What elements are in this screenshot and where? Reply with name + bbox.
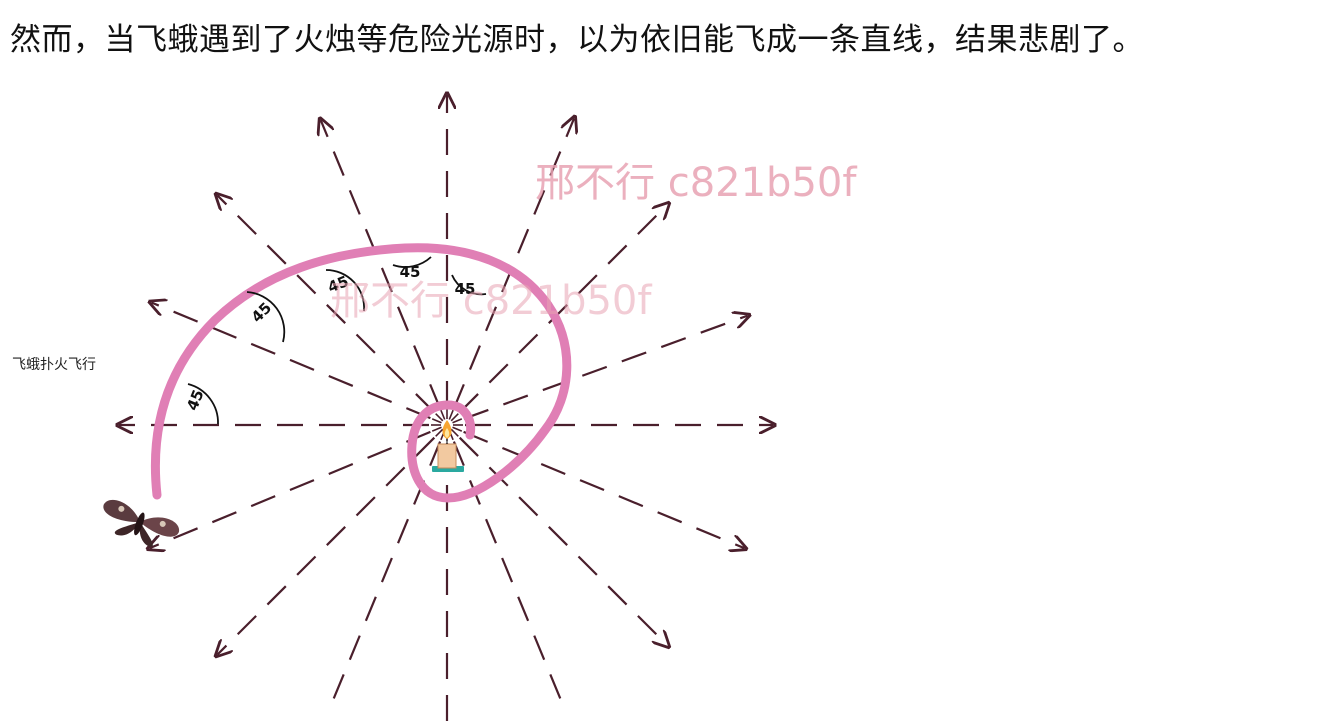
- light-ray-3: [452, 118, 574, 409]
- light-ray-5: [321, 120, 442, 409]
- candle-glow-ray: [452, 418, 463, 424]
- angle-label: 45: [400, 263, 421, 281]
- light-ray-6: [217, 195, 436, 414]
- candle-glow-ray: [435, 413, 444, 422]
- candle-glow-ray: [431, 426, 442, 432]
- candle-glow-ray: [435, 428, 444, 437]
- moth-icon: [103, 500, 179, 547]
- radial-light-rays: [119, 95, 773, 725]
- candle-glow-ray: [450, 428, 459, 437]
- light-ray-14: [458, 436, 668, 646]
- candle-icon: [432, 420, 464, 472]
- light-ray-10: [217, 436, 436, 655]
- angle-arc: [451, 274, 487, 296]
- light-ray-1: [463, 316, 748, 420]
- light-ray-2: [458, 204, 668, 414]
- candle-glow-ray: [448, 409, 454, 420]
- caption-text: 然而，当飞蛾遇到了火烛等危险光源时，以为依旧能飞成一条直线，结果悲剧了。: [10, 22, 1144, 58]
- angle-arc: [325, 269, 365, 312]
- angle-label: 45: [183, 387, 208, 413]
- light-ray-15: [463, 430, 745, 548]
- moth-flight-label: 飞蛾扑火飞行: [12, 357, 96, 373]
- angle-arcs: [187, 256, 487, 425]
- candle-glow-ray: [431, 418, 442, 424]
- candle-glow-ray: [452, 426, 463, 432]
- angle-label: 45: [455, 280, 476, 298]
- angle-arc: [187, 383, 219, 425]
- light-ray-7: [151, 303, 431, 420]
- light-ray-13: [452, 441, 563, 703]
- candle-glow-ray: [440, 409, 446, 420]
- angle-arc: [246, 291, 286, 343]
- spiral-flight-path: [150, 243, 572, 503]
- light-ray-11: [331, 441, 442, 703]
- light-ray-9: [150, 430, 431, 548]
- angle-arc: [392, 256, 432, 268]
- candle-glow-ray: [450, 413, 459, 422]
